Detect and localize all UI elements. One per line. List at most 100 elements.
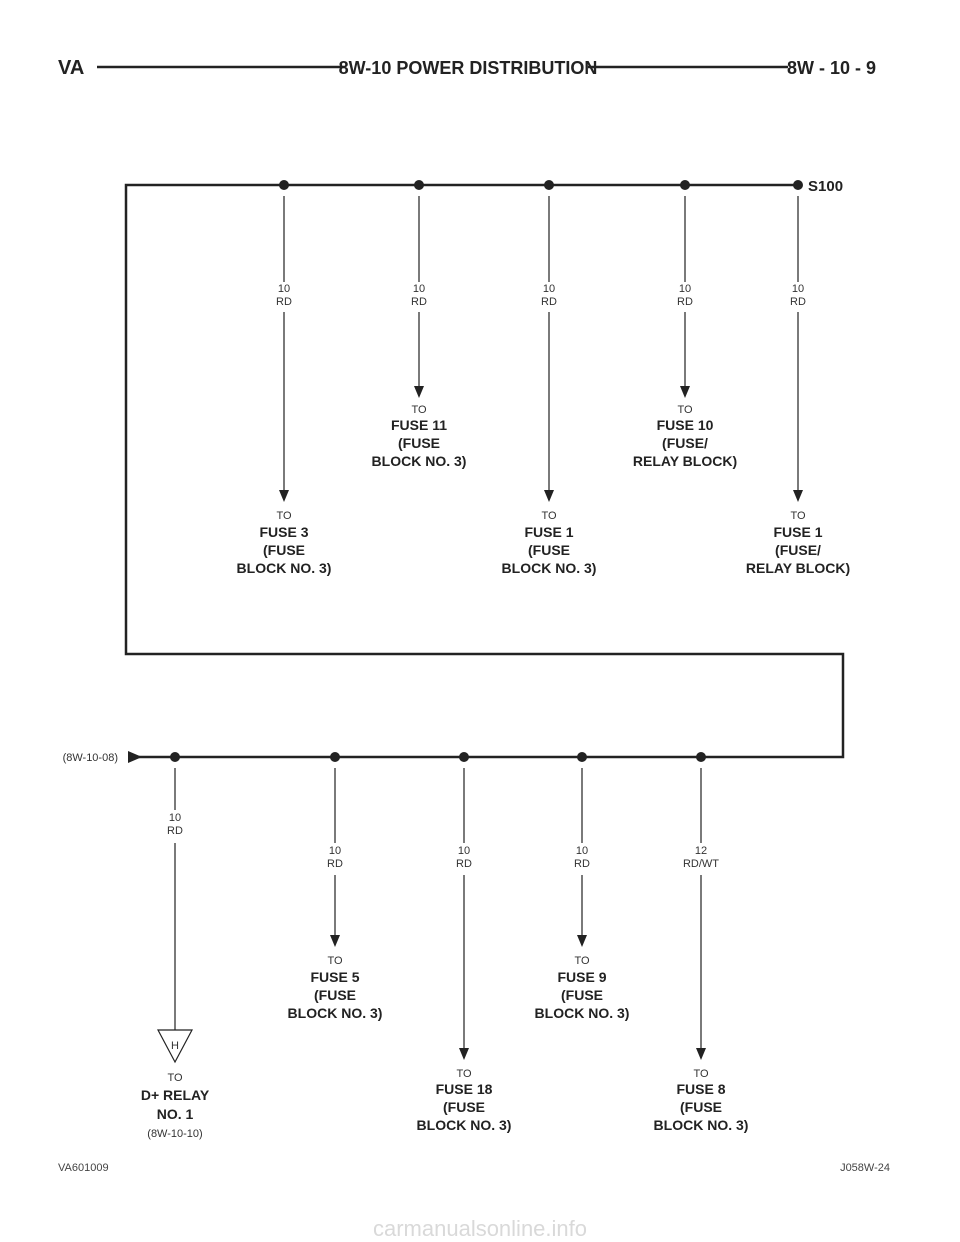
bottom-bus-input: (8W-10-08) (63, 751, 142, 764)
destination-line-2: (FUSE (443, 1099, 485, 1115)
footer-figure-id: VA601009 (58, 1162, 109, 1174)
destination-line-2: (FUSE (561, 987, 603, 1003)
splice-node (680, 180, 690, 190)
bus-wiring (124, 183, 845, 759)
top-branch-1: 10 RD TO FUSE 3 (FUSE BLOCK NO. 3) (237, 180, 332, 576)
wire-color: RD (327, 858, 343, 870)
top-branch-2: 10 RD TO FUSE 11 (FUSE BLOCK NO. 3) (372, 180, 466, 469)
destination-line-1: FUSE 5 (310, 969, 359, 985)
bottom-branch-4: 10 RD TO FUSE 9 (FUSE BLOCK NO. 3) (535, 752, 630, 1021)
to-label: TO (276, 510, 292, 522)
destination-line-3: BLOCK NO. 3) (288, 1005, 383, 1021)
wire-gauge: 10 (169, 812, 181, 824)
connector-h-icon: H (157, 1029, 193, 1064)
wire-color: RD/WT (683, 858, 719, 870)
destination-line-2: (FUSE/ (775, 542, 821, 558)
destination-line-1: FUSE 3 (259, 524, 308, 540)
bottom-branch-2: 10 RD TO FUSE 5 (FUSE BLOCK NO. 3) (288, 752, 383, 1021)
top-bus-and-loop (124, 183, 845, 759)
wire-gauge: 10 (458, 845, 470, 857)
to-label: TO (167, 1072, 183, 1084)
bottom-branch-3: 10 RD TO FUSE 18 (FUSE BLOCK NO. 3) (417, 752, 512, 1133)
to-label: TO (411, 404, 427, 416)
wire-color: RD (167, 825, 183, 837)
arrow-down-icon (577, 935, 587, 947)
splice-node (330, 752, 340, 762)
to-label: TO (677, 404, 693, 416)
input-page-ref: (8W-10-08) (63, 752, 118, 764)
header-page-number: 8W - 10 - 9 (787, 58, 876, 78)
to-label: TO (693, 1068, 709, 1080)
splice-node (170, 752, 180, 762)
destination-line-2: (FUSE (398, 435, 440, 451)
destination-line-2: (FUSE (528, 542, 570, 558)
to-label: TO (790, 510, 806, 522)
wire-color: RD (411, 296, 427, 308)
arrow-down-icon (680, 386, 690, 398)
wire-gauge: 10 (329, 845, 341, 857)
splice-node (696, 752, 706, 762)
destination-line-3: BLOCK NO. 3) (535, 1005, 630, 1021)
destination-line-1: FUSE 1 (773, 524, 822, 540)
input-arrow-icon (128, 751, 142, 763)
bottom-branch-1: H 10 RD TO D+ RELAY NO. 1 (8W-10-10) (141, 752, 210, 1140)
destination-line-1: FUSE 1 (524, 524, 573, 540)
wire-color: RD (790, 296, 806, 308)
page-header: VA 8W-10 POWER DISTRIBUTION 8W - 10 - 9 (58, 57, 876, 79)
destination-line-1: FUSE 11 (391, 417, 447, 433)
splice-node (414, 180, 424, 190)
wire-color: RD (677, 296, 693, 308)
wire-gauge: 10 (792, 283, 804, 295)
destination-line-3: RELAY BLOCK) (746, 560, 850, 576)
connector-letter: H (171, 1040, 179, 1052)
splice-label: S100 (808, 178, 843, 195)
wire-gauge: 10 (543, 283, 555, 295)
wire-gauge: 10 (413, 283, 425, 295)
destination-line-3: RELAY BLOCK) (633, 453, 737, 469)
splice-node (279, 180, 289, 190)
destination-line-2: NO. 1 (157, 1106, 194, 1122)
top-branch-3: 10 RD TO FUSE 1 (FUSE BLOCK NO. 3) (502, 180, 597, 576)
watermark-text: carmanualsonline.info (372, 1216, 588, 1241)
destination-line-1: FUSE 8 (676, 1081, 725, 1097)
destination-line-1: FUSE 10 (657, 417, 714, 433)
arrow-down-icon (459, 1048, 469, 1060)
to-label: TO (574, 955, 590, 967)
header-title: 8W-10 POWER DISTRIBUTION (339, 58, 598, 78)
wire-gauge: 10 (576, 845, 588, 857)
destination-line-2: (FUSE/ (662, 435, 708, 451)
destination-line-3: BLOCK NO. 3) (417, 1117, 512, 1133)
wire-gauge: 10 (278, 283, 290, 295)
to-label: TO (327, 955, 343, 967)
arrow-down-icon (330, 935, 340, 947)
wire-color: RD (541, 296, 557, 308)
destination-line-2: (FUSE (314, 987, 356, 1003)
destination-line-2: (FUSE (680, 1099, 722, 1115)
wire-color: RD (574, 858, 590, 870)
destination-line-3: BLOCK NO. 3) (502, 560, 597, 576)
footer-drawing-id: J058W-24 (840, 1162, 890, 1174)
destination-line-1: FUSE 18 (436, 1081, 493, 1097)
splice-node (544, 180, 554, 190)
wire-color: RD (276, 296, 292, 308)
header-model-code: VA (58, 57, 84, 79)
destination-line-1: FUSE 9 (557, 969, 606, 985)
destination-line-3: BLOCK NO. 3) (654, 1117, 749, 1133)
wire-color: RD (456, 858, 472, 870)
splice-node (577, 752, 587, 762)
top-branch-4: 10 RD TO FUSE 10 (FUSE/ RELAY BLOCK) (633, 180, 737, 469)
arrow-down-icon (793, 490, 803, 502)
wire-gauge: 12 (695, 845, 707, 857)
to-label: TO (456, 1068, 472, 1080)
destination-line-2: (FUSE (263, 542, 305, 558)
destination-line-3: BLOCK NO. 3) (237, 560, 332, 576)
destination-page-ref: (8W-10-10) (147, 1128, 202, 1140)
arrow-down-icon (279, 490, 289, 502)
wire-gauge: 10 (679, 283, 691, 295)
splice-node (793, 180, 803, 190)
top-branch-5: 10 RD TO FUSE 1 (FUSE/ RELAY BLOCK) (746, 180, 850, 576)
arrow-down-icon (696, 1048, 706, 1060)
arrow-down-icon (544, 490, 554, 502)
to-label: TO (541, 510, 557, 522)
